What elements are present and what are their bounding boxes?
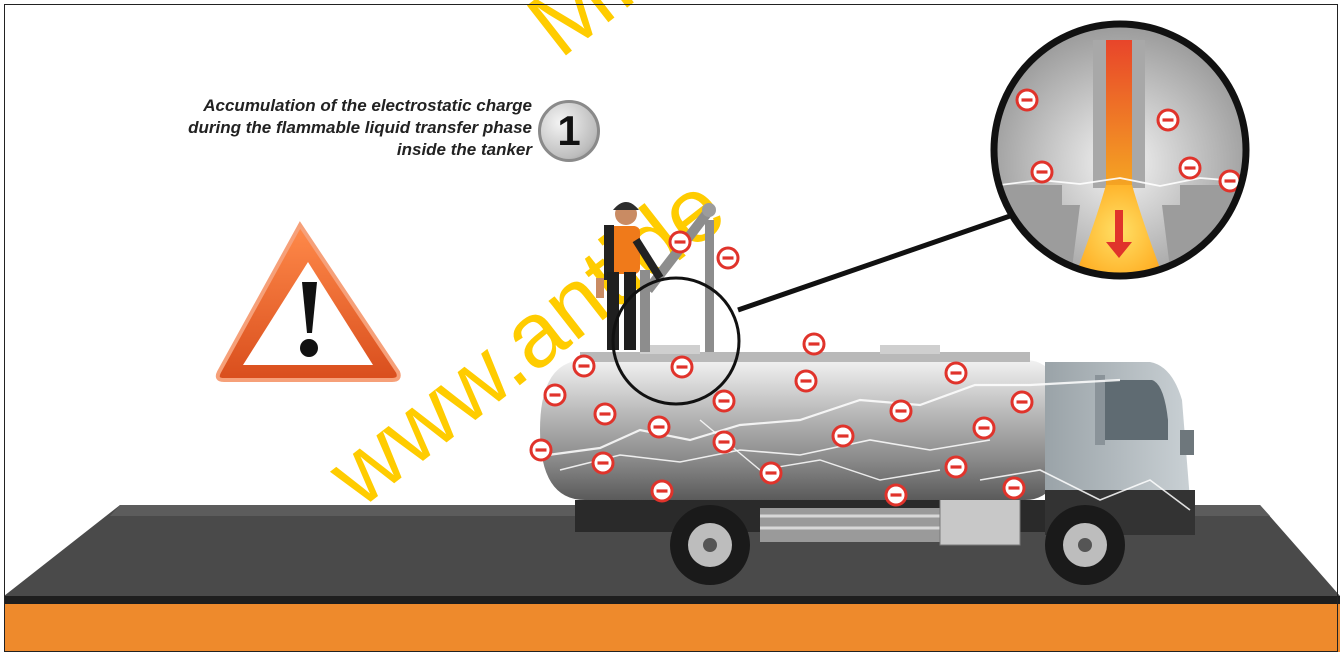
negative-charge-icon: [652, 481, 672, 501]
negative-charge-icon: [1017, 90, 1037, 110]
negative-charge-icon: [670, 232, 690, 252]
negative-charge-icon: [761, 463, 781, 483]
negative-charge-icon: [891, 401, 911, 421]
watermark-line-1: MI: [510, 0, 653, 76]
negative-charge-icon: [1158, 110, 1178, 130]
negative-charge-icon: [796, 371, 816, 391]
negative-charge-icon: [595, 404, 615, 424]
negative-charge-icon: [649, 417, 669, 437]
negative-charge-icon: [714, 391, 734, 411]
negative-charge-icon: [1004, 478, 1024, 498]
negative-charge-icon: [574, 356, 594, 376]
caption-line-3: inside the tanker: [60, 139, 532, 161]
negative-charge-icon: [974, 418, 994, 438]
magnifier-icon: [990, 20, 1250, 300]
negative-charge-icon: [593, 453, 613, 473]
caption-line-1: Accumulation of the electrostatic charge: [60, 95, 532, 117]
negative-charge-icon: [1012, 392, 1032, 412]
negative-charge-icon: [946, 457, 966, 477]
negative-charge-icon: [531, 440, 551, 460]
step-number-badge: 1: [538, 100, 600, 162]
negative-charge-icon: [672, 357, 692, 377]
negative-charge-icon: [1032, 162, 1052, 182]
negative-charge-icon: [1180, 158, 1200, 178]
negative-charge-icon: [804, 334, 824, 354]
step-caption: Accumulation of the electrostatic charge…: [60, 95, 532, 161]
negative-charge-icon: [718, 248, 738, 268]
zoom-connector: [738, 216, 1010, 310]
negative-charge-icon: [714, 432, 734, 452]
negative-charge-icon: [545, 385, 565, 405]
negative-charge-icon: [886, 485, 906, 505]
caption-line-2: during the flammable liquid transfer pha…: [60, 117, 532, 139]
negative-charge-icon: [946, 363, 966, 383]
warning-triangle-icon: [218, 225, 399, 380]
negative-charge-icon: [833, 426, 853, 446]
